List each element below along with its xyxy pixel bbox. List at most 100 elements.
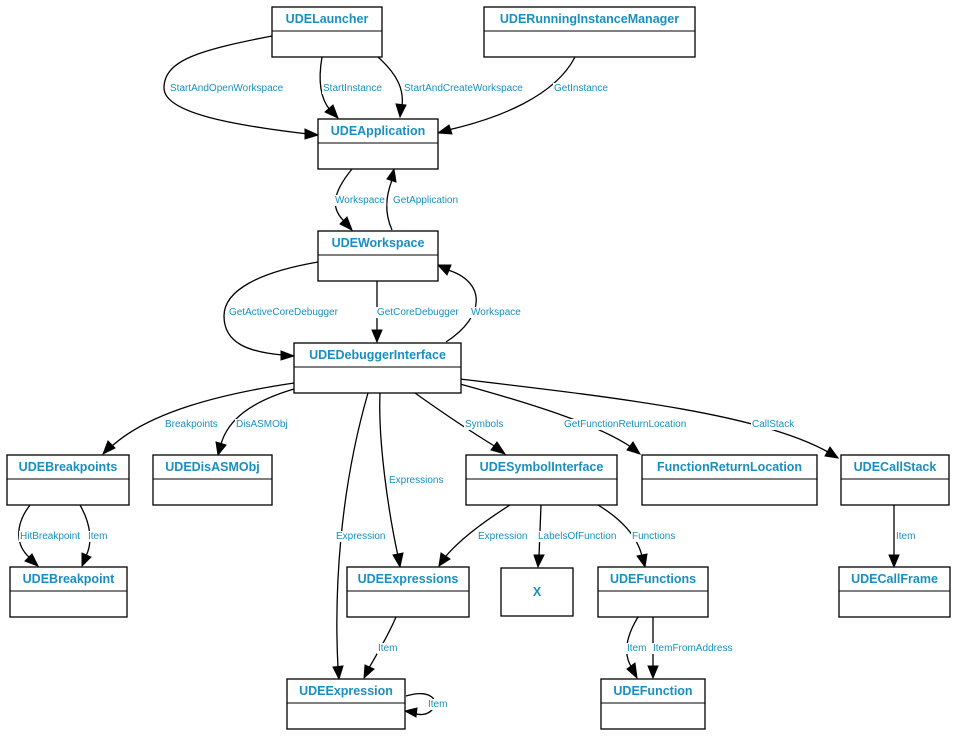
node-title: UDELauncher [286,12,369,26]
node-udedisasmobj[interactable]: UDEDisASMObj [152,454,273,506]
label-background [169,83,285,94]
node-udeworkspace[interactable]: UDEWorkspace [317,230,439,282]
label-get-application: GetApplication [393,195,458,206]
label-get-instance: GetInstance [554,83,608,94]
node-functionreturnlocation[interactable]: FunctionReturnLocation [641,454,818,506]
label-background [388,475,445,486]
node-udedebuggerinterface[interactable]: UDEDebuggerInterface [293,342,462,394]
arrowhead [626,441,642,455]
node-udecallstack[interactable]: UDECallStack [840,454,950,506]
node-title: UDEExpressions [358,572,459,586]
edge-dbg-workspace [445,269,477,343]
node-title: UDEDisASMObj [165,460,259,474]
edge-get-application [386,179,393,231]
node-udeexpressions[interactable]: UDEExpressions [346,566,470,618]
label-background [87,531,109,542]
node-x[interactable]: X [500,567,574,617]
arrowhead [24,553,40,567]
label-item-from-address: ItemFromAddress [653,643,732,654]
label-functions-item: Item [627,643,646,654]
edge-breakpoints [111,382,295,447]
node-title: UDEBreakpoints [19,460,118,474]
arrowhead [215,441,227,457]
node-udebreakpoint[interactable]: UDEBreakpoint [9,566,128,618]
node-udecallframe[interactable]: UDECallFrame [838,566,951,618]
arrowhead [436,264,452,276]
label-callstack: CallStack [752,419,795,430]
edge-callstack [459,378,829,453]
arrowhead [81,552,92,568]
arrowhead [102,440,116,456]
label-background [235,419,289,430]
label-background [477,531,529,542]
node-title: UDEFunctions [610,572,696,586]
arrowhead [533,554,545,569]
label-get-function-return-location: GetFunctionReturnLocation [564,419,686,430]
label-background [335,531,387,542]
label-background [392,195,460,206]
label-start-and-open-workspace: StartAndOpenWorkspace [170,83,284,94]
edge-disasmobj [220,388,295,445]
edge-get-function-return-location [459,383,632,448]
node-udesymbolinterface[interactable]: UDESymbolInterface [465,454,618,506]
label-callstack-item: Item [896,531,915,542]
node-udeapplication[interactable]: UDEApplication [317,118,439,170]
edge-hit-breakpoint [18,504,31,559]
label-background [334,195,387,206]
arrowhead [392,552,404,569]
edge-labels: StartAndOpenWorkspace StartInstance Star… [19,83,917,710]
edge-start-instance [319,56,331,111]
label-background [626,643,648,654]
label-background [470,307,523,318]
arrowhead [636,553,648,569]
edge-get-instance [447,56,576,131]
node-title: UDEFunction [613,684,692,698]
arrowhead [386,167,397,183]
node-udefunction[interactable]: UDEFunction [600,678,706,730]
edge-labels-of-function [538,504,542,557]
arrowhead [280,350,296,361]
edge-get-active-core-debugger [223,261,319,356]
label-background [403,83,525,94]
label-background [377,643,399,654]
label-background [652,643,734,654]
node-title: X [533,585,542,599]
node-udebreakpoints[interactable]: UDEBreakpoints [6,454,130,506]
node-udeexpression[interactable]: UDEExpression [286,678,406,730]
node-title: UDEExpression [299,684,393,698]
label-expressions-item: Item [378,643,397,654]
node-udefunctions[interactable]: UDEFunctions [597,566,709,618]
arrowhead [395,103,407,119]
edge-sym-expression [445,504,511,557]
label-sym-expression: Expression [478,531,527,542]
arrowhead [324,104,339,119]
label-expression: Expression [336,531,385,542]
label-background [631,531,677,542]
label-symbols: Symbols [465,419,503,430]
node-title: UDESymbolInterface [480,460,604,474]
label-background [563,419,688,430]
edge-start-and-create-workspace [377,56,404,107]
label-dbg-workspace: Workspace [471,307,521,318]
node-uderunninginstancemanager[interactable]: UDERunningInstanceManager [483,6,696,58]
label-background [751,419,797,430]
label-background [228,307,340,318]
label-breakpoints: Breakpoints [165,419,218,430]
edge-functions [597,504,643,557]
node-udelauncher[interactable]: UDELauncher [271,6,383,58]
label-hit-breakpoint: HitBreakpoint [20,531,80,542]
arrowhead [438,552,451,568]
label-expressions: Expressions [389,475,443,486]
node-title: UDEDebuggerInterface [309,348,446,362]
label-breakpoints-item: Item [88,531,107,542]
arrowhead [626,662,638,680]
label-labels-of-function: LabelsOfFunction [538,531,616,542]
node-title: FunctionReturnLocation [657,460,802,474]
arrowhead [436,124,453,135]
label-background [19,531,82,542]
node-title: UDECallStack [854,460,937,474]
arrowhead [403,707,418,718]
label-get-core-debugger: GetCoreDebugger [377,307,459,318]
label-expression-item: Item [428,699,447,710]
arrowhead [363,664,375,680]
